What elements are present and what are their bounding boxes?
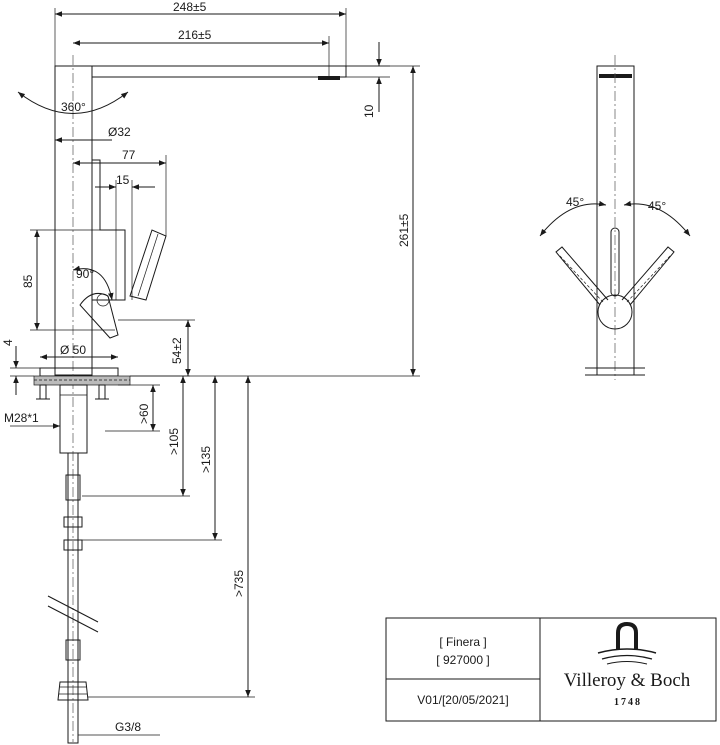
dimension-lines — [10, 8, 420, 736]
front-view — [539, 55, 691, 380]
side-view — [17, 55, 347, 744]
dim-spout-reach: 216±5 — [178, 28, 212, 42]
dim-angle-left: 45° — [566, 195, 584, 209]
connection-nut — [57, 681, 89, 701]
dim-connection: G3/8 — [115, 720, 141, 734]
dim-min-135: >135 — [199, 446, 213, 473]
dim-min-60: >60 — [137, 403, 151, 424]
dim-min-735: >735 — [232, 570, 246, 597]
dim-rotation: 360° — [61, 100, 86, 114]
handle-body — [92, 159, 126, 301]
product-name: [ Finera ] — [439, 635, 486, 649]
dim-base-thickness: 4 — [1, 339, 15, 346]
product-code: [ 927000 ] — [436, 653, 489, 667]
brand-year: 1748 — [614, 697, 642, 708]
dim-handle-height: 85 — [21, 274, 35, 288]
version-date: V01/[20/05/2021] — [417, 693, 508, 707]
supply-hose — [67, 452, 79, 744]
dim-handle-reach: 77 — [122, 148, 136, 162]
dim-spout-thickness: 10 — [362, 104, 376, 118]
dim-body-diameter: Ø32 — [108, 125, 131, 139]
dim-overall-width: 248±5 — [173, 0, 207, 14]
dim-total-height: 261±5 — [397, 213, 411, 247]
dim-min-105: >105 — [167, 428, 181, 455]
title-block — [385, 617, 717, 722]
counter-top — [33, 375, 131, 386]
dim-angle-right: 45° — [648, 199, 666, 213]
faucet-spout — [55, 65, 347, 78]
dim-base-height: 54±2 — [170, 337, 184, 364]
dim-lever-angle: 90° — [76, 267, 94, 281]
brand-name: Villeroy & Boch — [564, 670, 691, 691]
dim-handle-offset: 15 — [116, 173, 130, 187]
villeroy-boch-logo-icon — [597, 621, 657, 665]
front-handle-pivot — [597, 294, 633, 330]
dim-thread: M28*1 — [4, 411, 39, 425]
dim-base-diameter: Ø 50 — [60, 343, 86, 357]
